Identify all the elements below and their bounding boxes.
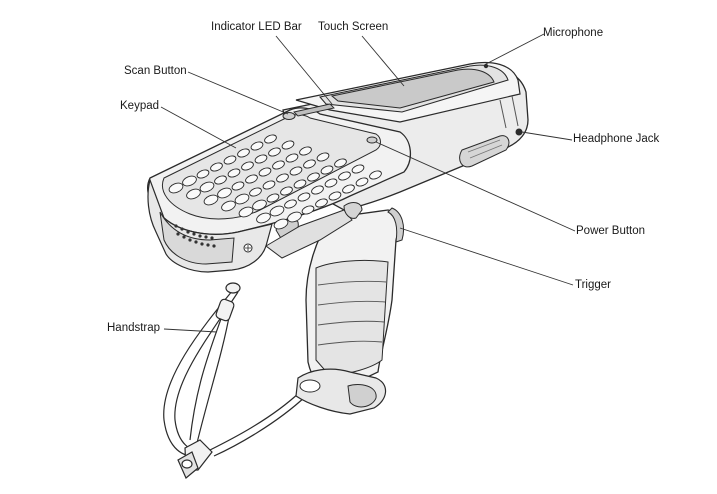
keypad-key bbox=[273, 218, 289, 230]
keypad-key bbox=[252, 199, 267, 211]
leader-handstrap bbox=[163, 328, 218, 333]
leader-power-button bbox=[375, 141, 576, 232]
keypad-key bbox=[186, 188, 201, 200]
keypad-key bbox=[315, 198, 328, 208]
keypad-key bbox=[276, 173, 289, 183]
keypad-key bbox=[258, 167, 272, 177]
keypad-keys bbox=[168, 134, 382, 230]
leader-lines bbox=[160, 33, 576, 333]
keypad-key bbox=[227, 168, 241, 178]
keypad-key bbox=[217, 187, 232, 199]
callout-keypad: Keypad bbox=[120, 100, 160, 112]
leader-keypad bbox=[160, 106, 237, 149]
keypad-key bbox=[221, 200, 236, 212]
leader-scan-button bbox=[187, 71, 289, 115]
callout-indicator-led-bar: Indicator LED Bar bbox=[211, 21, 302, 33]
pistol-grip bbox=[295, 207, 405, 415]
keypad-key bbox=[241, 161, 254, 171]
headphone-jack-part bbox=[515, 128, 523, 136]
callout-touch-screen: Touch Screen bbox=[318, 21, 389, 33]
keypad-key bbox=[281, 140, 295, 150]
keypad-key bbox=[234, 193, 250, 205]
keypad-key bbox=[262, 180, 276, 190]
keypad-key bbox=[182, 175, 197, 187]
keypad-key bbox=[254, 154, 268, 164]
leader-indicator-led-bar bbox=[275, 35, 333, 105]
leader-microphone bbox=[485, 33, 545, 65]
leader-touch-screen bbox=[361, 35, 405, 87]
connector-pins bbox=[174, 224, 216, 248]
leader-trigger bbox=[399, 227, 574, 286]
keypad-key bbox=[338, 171, 351, 181]
callout-power-button: Power Button bbox=[576, 225, 646, 237]
keypad-key bbox=[272, 160, 285, 170]
keypad-key bbox=[238, 206, 254, 218]
keypad-key bbox=[203, 194, 219, 206]
keypad-key bbox=[324, 178, 338, 188]
callout-trigger: Trigger bbox=[575, 279, 611, 291]
keypad-key bbox=[168, 182, 184, 194]
keypad-key bbox=[196, 169, 210, 179]
touch-screen-panel bbox=[330, 68, 495, 109]
keypad-key bbox=[369, 170, 382, 180]
callout-scan-button: Scan Button bbox=[124, 65, 187, 77]
keypad-key bbox=[223, 155, 237, 165]
keypad-key bbox=[351, 164, 365, 174]
keypad-key bbox=[266, 193, 280, 203]
power-button-part bbox=[366, 136, 378, 144]
keypad-key bbox=[328, 191, 342, 201]
keypad-key bbox=[249, 187, 262, 197]
led-bar-part bbox=[293, 103, 335, 117]
keypad-key bbox=[311, 185, 324, 195]
keypad-key bbox=[303, 159, 316, 169]
handstrap bbox=[163, 282, 307, 479]
keypad-key bbox=[250, 141, 264, 151]
microphone-part bbox=[483, 63, 489, 69]
keypad-key bbox=[237, 148, 250, 158]
keypad-key bbox=[210, 162, 223, 172]
keypad-key bbox=[245, 174, 258, 184]
keypad-key bbox=[269, 205, 285, 217]
keypad-key bbox=[264, 134, 277, 144]
keypad-key bbox=[355, 177, 369, 187]
keypad-key bbox=[334, 158, 347, 168]
keypad-key bbox=[299, 146, 312, 156]
keypad-key bbox=[199, 181, 215, 193]
keypad-key bbox=[214, 175, 227, 185]
keypad-key bbox=[285, 153, 299, 163]
keypad-key bbox=[289, 166, 303, 176]
keypad-key bbox=[301, 205, 315, 215]
keypad-key bbox=[287, 211, 302, 223]
callout-microphone: Microphone bbox=[543, 27, 604, 39]
keypad-key bbox=[320, 165, 334, 175]
trigger-part bbox=[387, 207, 405, 243]
callout-headphone-jack: Headphone Jack bbox=[573, 133, 660, 145]
scan-button-part bbox=[282, 112, 296, 120]
keypad-key bbox=[284, 199, 297, 209]
keypad-key bbox=[316, 152, 330, 162]
keypad-key bbox=[297, 192, 311, 202]
keypad-key bbox=[231, 181, 245, 191]
keypad-key bbox=[307, 172, 320, 182]
keypad-key bbox=[256, 212, 271, 224]
callout-handstrap: Handstrap bbox=[107, 322, 161, 334]
keypad-key bbox=[268, 147, 281, 157]
keypad-key bbox=[280, 186, 293, 196]
keypad-key bbox=[342, 184, 355, 194]
keypad-key bbox=[293, 179, 307, 189]
leader-headphone-jack bbox=[521, 131, 573, 141]
